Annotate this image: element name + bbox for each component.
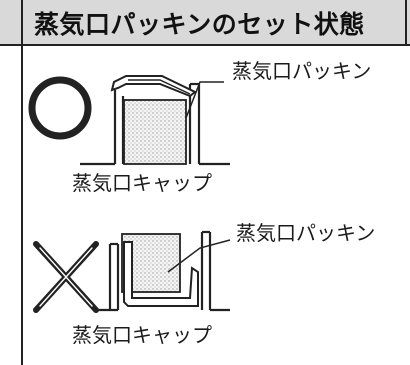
packing-label-correct: 蒸気口パッキン [232,59,371,83]
left-border [21,0,23,365]
cap-label-incorrect: 蒸気口キャップ [72,323,212,347]
steam-packing-correct [110,75,197,165]
circle-ok-icon [28,76,92,140]
packing-label-incorrect: 蒸気口パッキン [236,221,375,245]
leader-packing-incorrect [167,239,231,273]
diagram-title: 蒸気口パッキンのセット状態 [34,10,365,39]
steam-cap-correct [80,82,230,166]
title-bar: 蒸気口パッキンのセット状態 [0,0,410,46]
incorrect-section: 蒸気口パッキン 蒸気口キャップ [33,221,375,347]
right-border [405,0,407,46]
correct-section: 蒸気口パッキン 蒸気口キャップ [28,59,371,195]
cap-label-correct: 蒸気口キャップ [72,171,212,195]
leader-packing-correct [185,81,224,119]
steam-packing-incorrect [121,233,199,307]
